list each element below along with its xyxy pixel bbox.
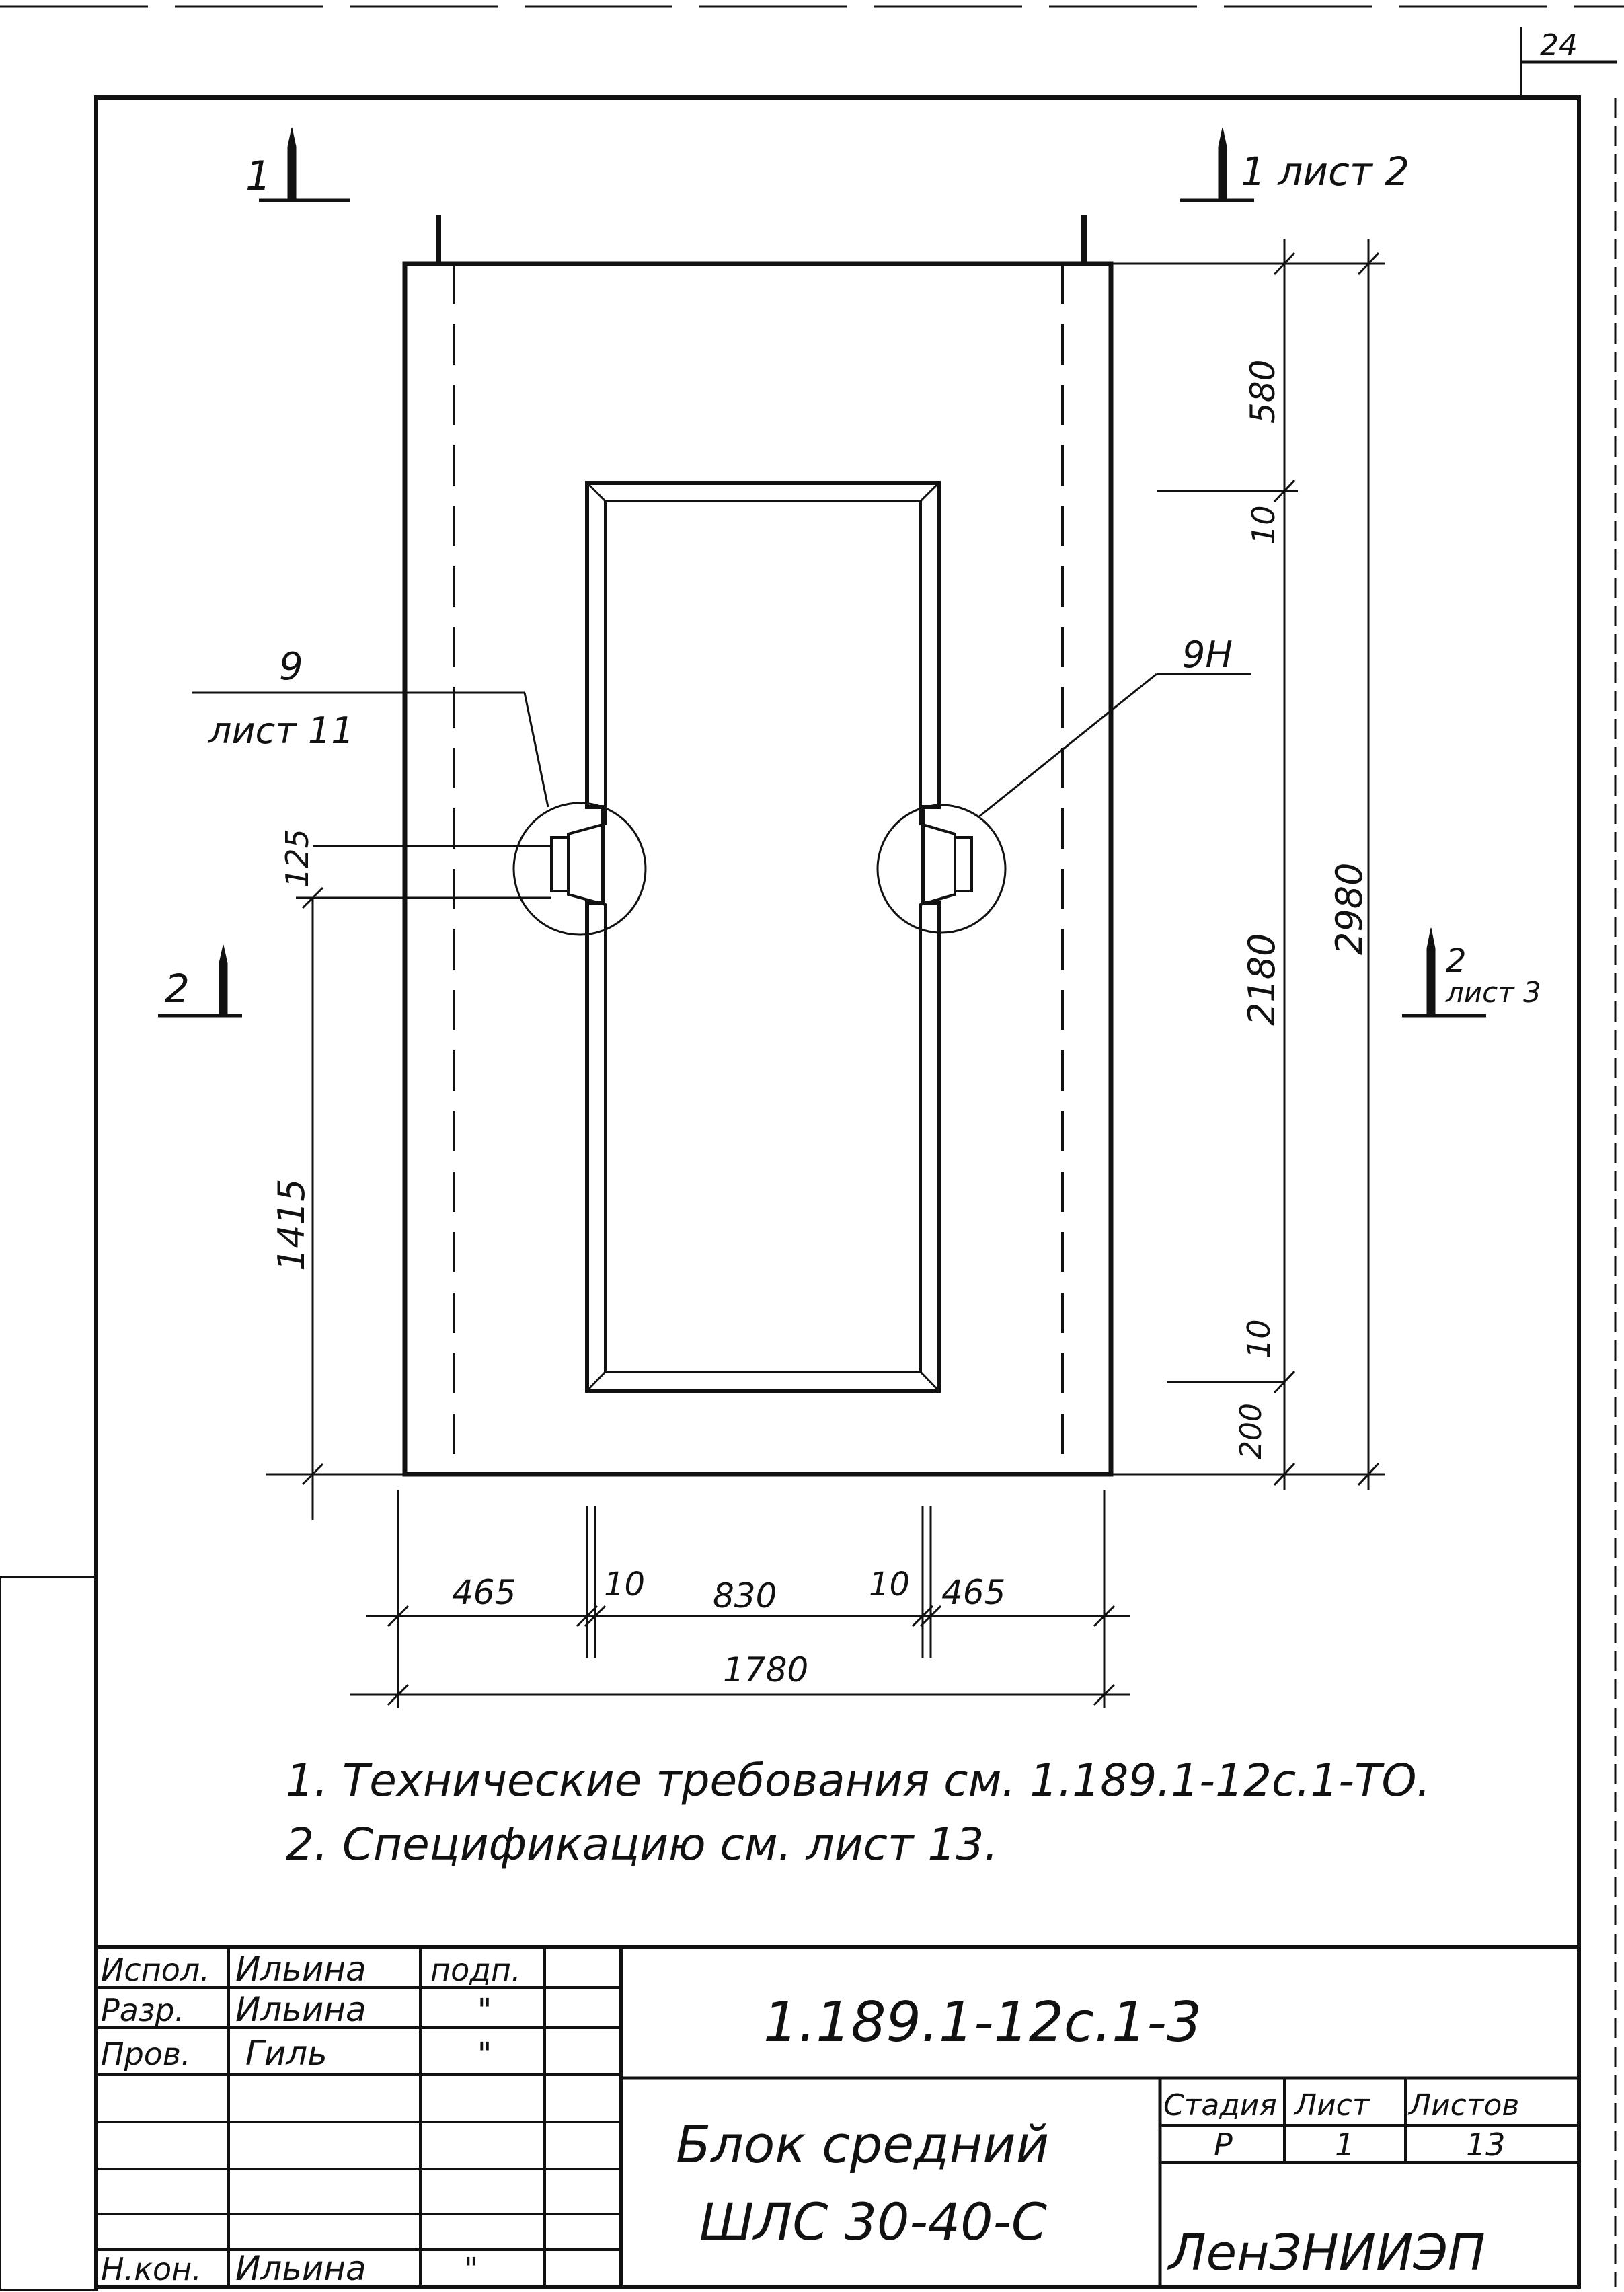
section-mark-left: 2 — [165, 966, 190, 1011]
dim-830: 830 — [713, 1576, 777, 1615]
block-outline — [402, 215, 1114, 1477]
organization: ЛенЗНИИЭП — [1167, 2224, 1485, 2282]
dim-1780: 1780 — [723, 1650, 808, 1689]
dim-465-left: 465 — [452, 1573, 516, 1612]
row-role: Н.кон. — [101, 2251, 202, 2287]
section-marks — [158, 127, 1486, 1018]
section-mark-right-number: 2 — [1446, 942, 1467, 980]
title-line-1: Блок средний — [676, 2114, 1049, 2174]
sheets-label: Листов — [1407, 2088, 1519, 2123]
dim-125: 125 — [279, 829, 315, 888]
callout-left-sheet: лист 11 — [208, 710, 354, 752]
opening — [512, 481, 1007, 1393]
row-sign: " — [477, 1992, 492, 2028]
row-name: Ильина — [235, 2249, 366, 2288]
dim-580: 580 — [1243, 360, 1282, 424]
dim-465-right: 465 — [941, 1573, 1005, 1612]
row-role: Испол. — [101, 1952, 210, 1988]
dim-10-right: 10 — [869, 1566, 910, 1603]
note-1: 1. Технические требования см. 1.189.1-12… — [286, 1755, 1430, 1806]
stage-label: Стадия — [1163, 2088, 1277, 2123]
dim-2180: 2180 — [1241, 933, 1283, 1026]
dim-top-10: 10 — [1245, 505, 1282, 545]
sheet-value: 1 — [1335, 2127, 1354, 2163]
section-mark-right-sheet: лист 3 — [1445, 976, 1541, 1009]
row-sign: " — [477, 2036, 492, 2072]
dimension-lines-left — [266, 845, 551, 1520]
title-line-2: ШЛС 30-40-С — [699, 2192, 1047, 2252]
section-mark-top-left: 1 — [245, 153, 271, 200]
dim-200: 200 — [1234, 1403, 1268, 1459]
row-name: Ильина — [235, 1990, 366, 2029]
callout-right: 9Н — [1182, 634, 1233, 676]
dim-1415: 1415 — [270, 1179, 313, 1271]
dimension-lines-bottom — [350, 1490, 1130, 1708]
row-name: Ильина — [235, 1950, 366, 1989]
row-name: Гиль — [245, 2034, 327, 2073]
doc-code: 1.189.1-12с.1-3 — [763, 1991, 1202, 2055]
note-2: 2. Спецификацию см. лист 13. — [286, 1819, 998, 1870]
dim-bottom-10: 10 — [1241, 1319, 1277, 1359]
row-sign: подп. — [430, 1952, 521, 1988]
sheet-frame — [0, 5, 1624, 2291]
section-mark-top-right: 1 лист 2 — [1241, 149, 1409, 194]
title-block-grid — [96, 1945, 1579, 2287]
title-block-rows: Испол. Ильина подп. Разр. Ильина " Пров.… — [101, 1950, 521, 2288]
stage-value: Р — [1214, 2127, 1233, 2163]
row-role: Разр. — [101, 1992, 184, 2028]
row-role: Пров. — [101, 2036, 191, 2072]
dimension-lines-right — [1111, 239, 1385, 1490]
row-sign: " — [464, 2251, 478, 2287]
sheet-label: Лист — [1293, 2088, 1370, 2123]
dim-2980: 2980 — [1328, 863, 1370, 955]
sheets-value: 13 — [1466, 2127, 1506, 2163]
page-number: 24 — [1540, 28, 1578, 63]
callout-left-number: 9 — [279, 645, 303, 689]
callout-leaders — [192, 673, 1251, 818]
dim-10-left: 10 — [604, 1566, 645, 1603]
